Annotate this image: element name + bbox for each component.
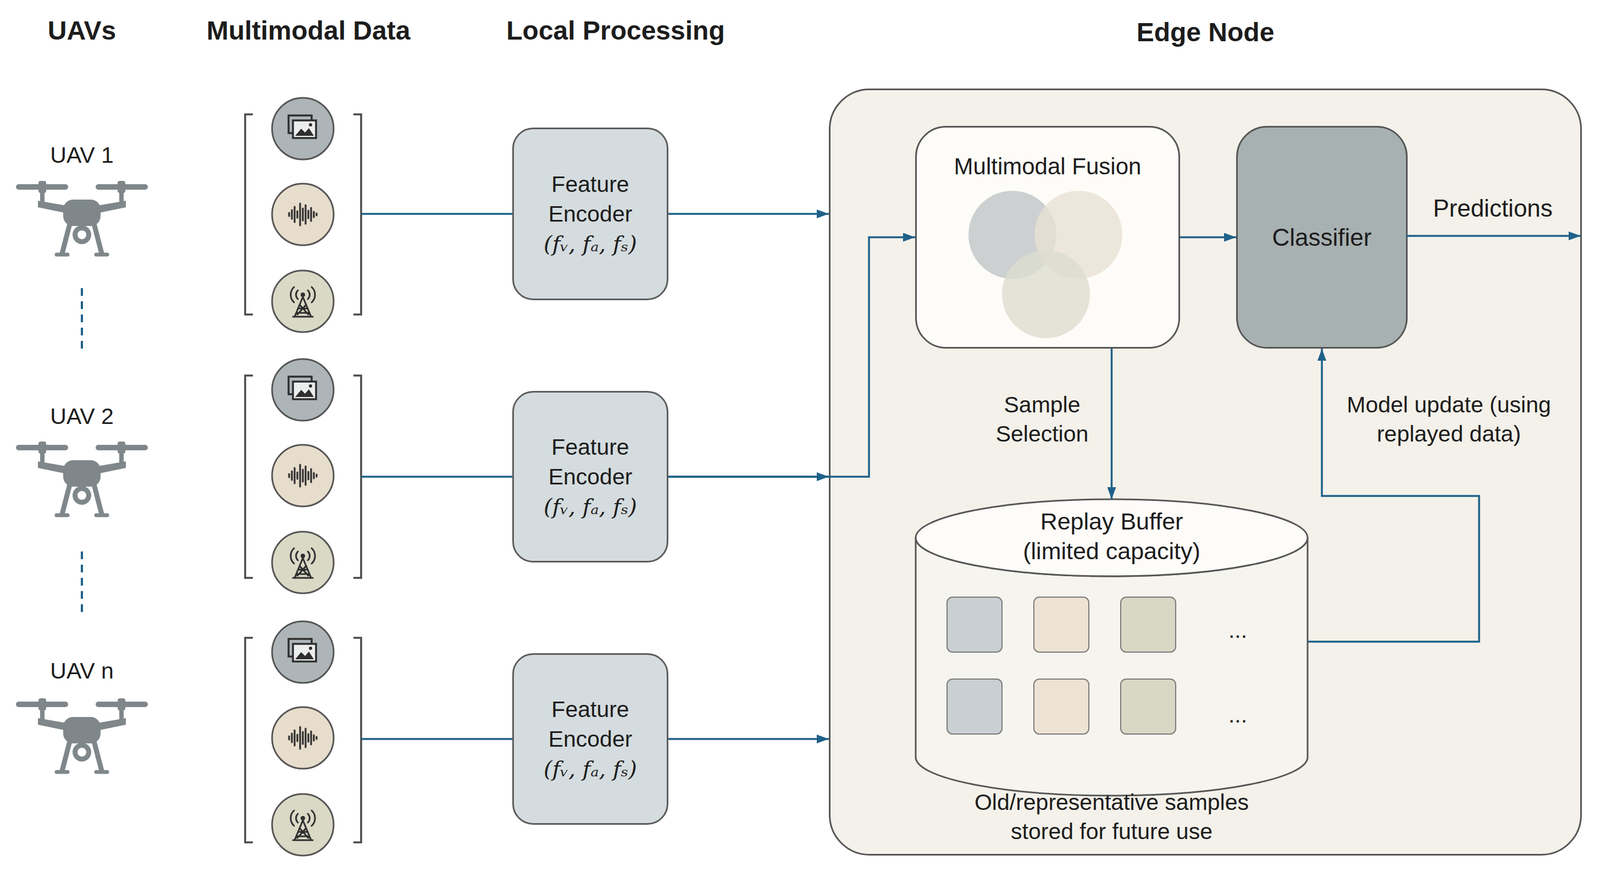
uav-label: UAV 1	[50, 141, 114, 169]
audio-modality-circle	[272, 706, 334, 769]
sample-square	[947, 678, 1002, 734]
uav-label: UAV n	[50, 656, 114, 685]
sample-square	[947, 596, 1002, 652]
audio-modality-circle	[272, 183, 334, 246]
data-wire	[361, 737, 513, 740]
column-heading: Local Processing	[506, 15, 725, 47]
audio-icon	[289, 726, 317, 749]
column-heading: Multimodal Data	[206, 15, 411, 47]
column-heading: UAVs	[47, 15, 116, 47]
uav-label: UAV 2	[50, 402, 114, 430]
ellipsis: ...	[1228, 700, 1248, 729]
image-modality-circle	[272, 621, 334, 683]
ellipsis: ...	[1228, 616, 1248, 644]
image-icon	[288, 376, 317, 400]
connector-arrow	[668, 212, 829, 215]
node-title: Feature Encoder	[524, 169, 656, 229]
data-wire	[361, 475, 513, 478]
classifier-box: Classifier	[1236, 125, 1408, 349]
feature-encoder-box: Feature Encoder(fᵥ, fₐ, fₛ)	[512, 127, 669, 301]
edge-label: Sample Selection	[984, 390, 1100, 449]
uav-icon	[15, 180, 148, 255]
audio-icon	[289, 203, 317, 226]
feature-encoder-box: Feature Encoder(fᵥ, fₐ, fₛ)	[512, 390, 669, 563]
image-icon	[288, 115, 317, 138]
image-modality-circle	[272, 358, 334, 421]
node-title: Replay Buffer (limited capacity)	[1012, 506, 1211, 566]
feature-encoder-box: Feature Encoder(fᵥ, fₐ, fₛ)	[512, 652, 669, 825]
venn-circle	[1001, 250, 1090, 339]
uav-icon	[15, 698, 148, 772]
dashed-separator	[80, 288, 83, 352]
sample-square	[1033, 678, 1089, 734]
signal-modality-circle	[272, 531, 334, 594]
cylinder-top	[915, 499, 1308, 577]
signal-modality-circle	[272, 793, 334, 856]
uav-icon	[15, 441, 148, 516]
data-wire	[361, 212, 513, 215]
node-subtext: (fᵥ, fₐ, fₛ)	[543, 228, 638, 259]
connector-arrow	[1180, 236, 1237, 239]
connector-arrow	[668, 737, 829, 740]
node-title: Feature Encoder	[524, 432, 656, 492]
connector-arrow	[1110, 348, 1114, 500]
node-subtext: (fᵥ, fₐ, fₛ)	[543, 491, 638, 522]
image-modality-circle	[272, 97, 334, 160]
output-label: Predictions	[1432, 194, 1553, 223]
antenna-icon	[290, 286, 315, 317]
node-subtext: Old/representative samples stored for fu…	[958, 787, 1266, 846]
sample-square	[1120, 596, 1176, 652]
node-title: Feature Encoder	[524, 694, 656, 754]
node-title: Edge Node	[830, 17, 1581, 48]
output-arrow	[1405, 234, 1581, 237]
sample-square	[1120, 678, 1176, 734]
signal-modality-circle	[272, 270, 334, 332]
edge-label: Model update (using replayed data)	[1327, 390, 1570, 449]
node-subtext: (fᵥ, fₐ, fₛ)	[543, 753, 638, 784]
sample-square	[1033, 596, 1089, 652]
node-title: Classifier	[1272, 223, 1372, 252]
node-title: Multimodal Fusion	[916, 152, 1179, 181]
audio-modality-circle	[272, 444, 334, 507]
antenna-icon	[290, 547, 315, 578]
antenna-icon	[290, 810, 315, 840]
audio-icon	[289, 464, 317, 487]
connector-arrow	[668, 237, 916, 478]
dashed-separator	[80, 551, 83, 618]
image-icon	[288, 638, 317, 662]
